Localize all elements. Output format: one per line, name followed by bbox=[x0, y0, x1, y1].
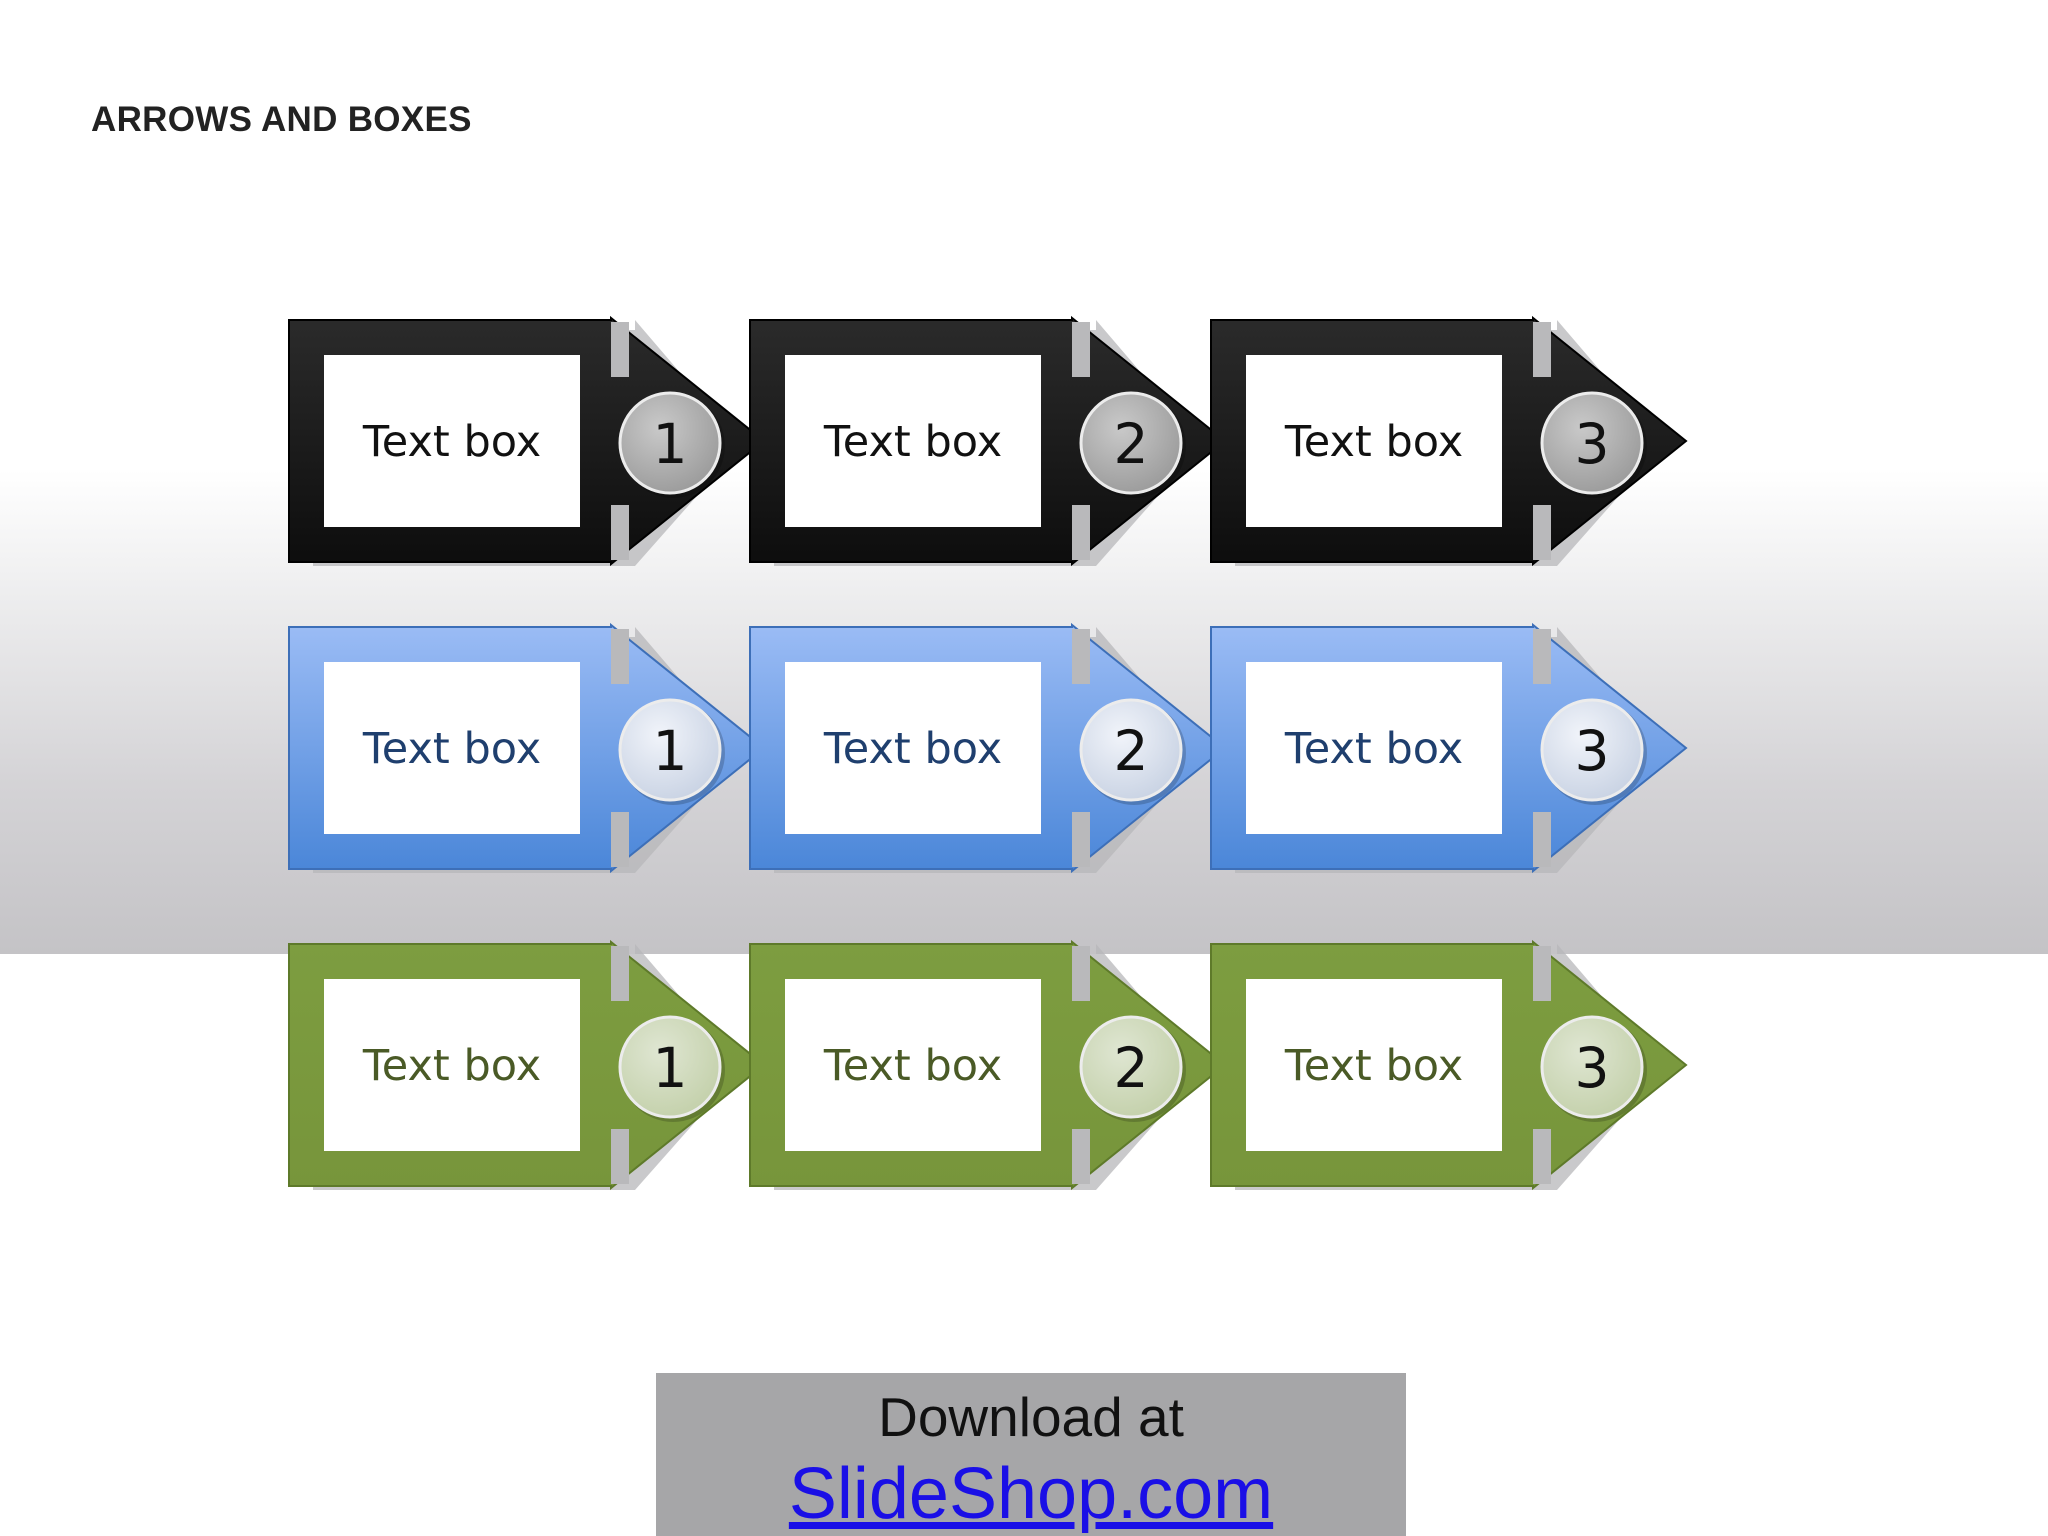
number-circle bbox=[1540, 391, 1644, 495]
number-circle bbox=[618, 1015, 722, 1119]
text-box bbox=[1246, 979, 1502, 1151]
number-circle bbox=[1079, 1015, 1183, 1119]
arrow-step: Text box 1 bbox=[288, 622, 766, 874]
text-box bbox=[785, 662, 1041, 834]
arrow-notch bbox=[1072, 322, 1090, 377]
arrow-notch bbox=[1072, 629, 1090, 684]
arrow-step: Text box 2 bbox=[749, 622, 1227, 874]
step-number: 1 bbox=[653, 412, 688, 476]
arrow-row-black: Text box 1 Text box 2 Text box 3 bbox=[288, 315, 1688, 567]
text-box bbox=[785, 979, 1041, 1151]
text-box-label: Text box bbox=[823, 724, 1002, 774]
text-box-label: Text box bbox=[823, 417, 1002, 467]
text-box-label: Text box bbox=[1284, 724, 1463, 774]
arrow-row-green: Text box 1 Text box 2 Text box 3 bbox=[288, 939, 1688, 1191]
arrow-notch bbox=[1072, 812, 1090, 867]
arrow-notch bbox=[611, 1129, 629, 1184]
slide-title: ARROWS AND BOXES bbox=[91, 100, 472, 139]
text-box bbox=[785, 355, 1041, 527]
step-number: 3 bbox=[1575, 1036, 1610, 1100]
step-number: 3 bbox=[1575, 412, 1610, 476]
text-box-label: Text box bbox=[362, 1041, 541, 1091]
number-circle bbox=[1540, 698, 1644, 802]
arrow-step: Text box 3 bbox=[1210, 939, 1688, 1191]
arrow-step: Text box 1 bbox=[288, 315, 766, 567]
step-number: 1 bbox=[653, 719, 688, 783]
arrow-notch bbox=[1533, 629, 1551, 684]
arrow-notch bbox=[611, 505, 629, 560]
arrow-notch bbox=[611, 629, 629, 684]
text-box bbox=[324, 355, 580, 527]
arrow-step: Text box 2 bbox=[749, 315, 1227, 567]
step-number: 2 bbox=[1114, 719, 1149, 783]
number-circle bbox=[1540, 1015, 1644, 1119]
step-number: 3 bbox=[1575, 719, 1610, 783]
text-box bbox=[1246, 662, 1502, 834]
text-box-label: Text box bbox=[362, 724, 541, 774]
step-number: 2 bbox=[1114, 412, 1149, 476]
arrow-notch bbox=[611, 812, 629, 867]
arrow-notch bbox=[1072, 1129, 1090, 1184]
number-circle bbox=[1079, 391, 1183, 495]
arrow-notch bbox=[611, 322, 629, 377]
arrow-notch bbox=[1533, 322, 1551, 377]
number-circle bbox=[618, 698, 722, 802]
text-box-label: Text box bbox=[823, 1041, 1002, 1091]
arrow-step: Text box 1 bbox=[288, 939, 766, 1191]
arrow-notch bbox=[611, 946, 629, 1001]
number-circle bbox=[1079, 698, 1183, 802]
arrow-notch bbox=[1533, 1129, 1551, 1184]
text-box-label: Text box bbox=[362, 417, 541, 467]
text-box bbox=[1246, 355, 1502, 527]
number-circle bbox=[618, 391, 722, 495]
arrow-step: Text box 3 bbox=[1210, 315, 1688, 567]
text-box-label: Text box bbox=[1284, 417, 1463, 467]
download-link[interactable]: SlideShop.com bbox=[788, 1454, 1274, 1534]
step-number: 1 bbox=[653, 1036, 688, 1100]
step-number: 2 bbox=[1114, 1036, 1149, 1100]
arrow-notch bbox=[1533, 812, 1551, 867]
arrow-notch bbox=[1072, 505, 1090, 560]
text-box bbox=[324, 662, 580, 834]
download-panel: Download at SlideShop.com bbox=[656, 1373, 1406, 1536]
arrow-notch bbox=[1072, 946, 1090, 1001]
text-box bbox=[324, 979, 580, 1151]
download-text: Download at bbox=[878, 1386, 1184, 1448]
arrow-notch bbox=[1533, 946, 1551, 1001]
arrow-step: Text box 3 bbox=[1210, 622, 1688, 874]
arrow-step: Text box 2 bbox=[749, 939, 1227, 1191]
arrow-row-blue: Text box 1 Text box 2 Text box 3 bbox=[288, 622, 1688, 874]
text-box-label: Text box bbox=[1284, 1041, 1463, 1091]
arrow-notch bbox=[1533, 505, 1551, 560]
